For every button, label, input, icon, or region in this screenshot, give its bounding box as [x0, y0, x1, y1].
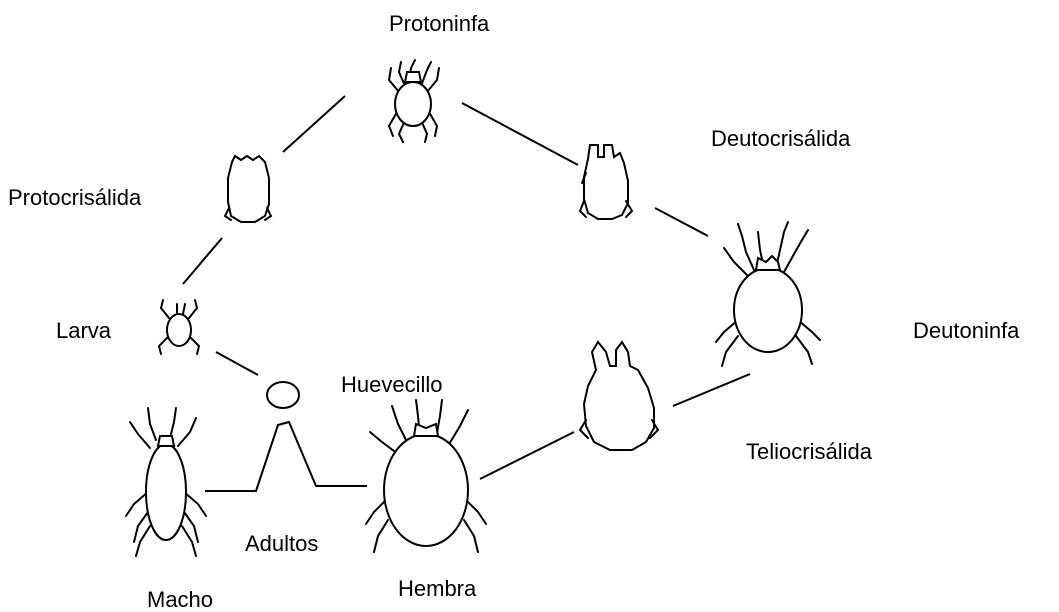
label-teliocrisalida: Teliocrisálida [746, 441, 872, 463]
macho-mite-icon [126, 408, 206, 556]
huevecillo-egg-icon [267, 382, 299, 408]
label-larva: Larva [56, 320, 111, 342]
label-huevecillo: Huevecillo [341, 374, 443, 396]
label-macho: Macho [147, 589, 213, 611]
label-hembra: Hembra [398, 578, 476, 600]
line-teliocrisalida-deutoninfa [673, 374, 750, 406]
connector-lines [183, 96, 750, 491]
teliocrisalida-icon [580, 342, 658, 450]
line-protoninfa-deutocrisalida [462, 103, 578, 165]
label-protocrisalida: Protocrisálida [8, 187, 141, 209]
line-hembra-teliocrisalida [480, 432, 574, 479]
line-larva-huevecillo [216, 352, 258, 375]
line-larva-protocrisalida [183, 238, 222, 284]
deutocrisalida-icon [580, 145, 632, 219]
line-protocrisalida-protoninfa [283, 96, 345, 152]
label-protoninfa: Protoninfa [389, 13, 489, 35]
hembra-mite-icon [366, 400, 486, 552]
larva-mite-icon [159, 300, 199, 354]
label-deutoninfa: Deutoninfa [913, 320, 1019, 342]
line-deutocrisalida-deutoninfa [655, 208, 708, 236]
label-deutocrisalida: Deutocrisálida [711, 128, 850, 150]
protoninfa-mite-icon [389, 60, 439, 142]
deutoninfa-mite-icon [716, 222, 820, 366]
protocrisalida-icon [225, 156, 271, 222]
label-adultos: Adultos [245, 533, 318, 555]
line-adultos-fork [205, 422, 367, 491]
